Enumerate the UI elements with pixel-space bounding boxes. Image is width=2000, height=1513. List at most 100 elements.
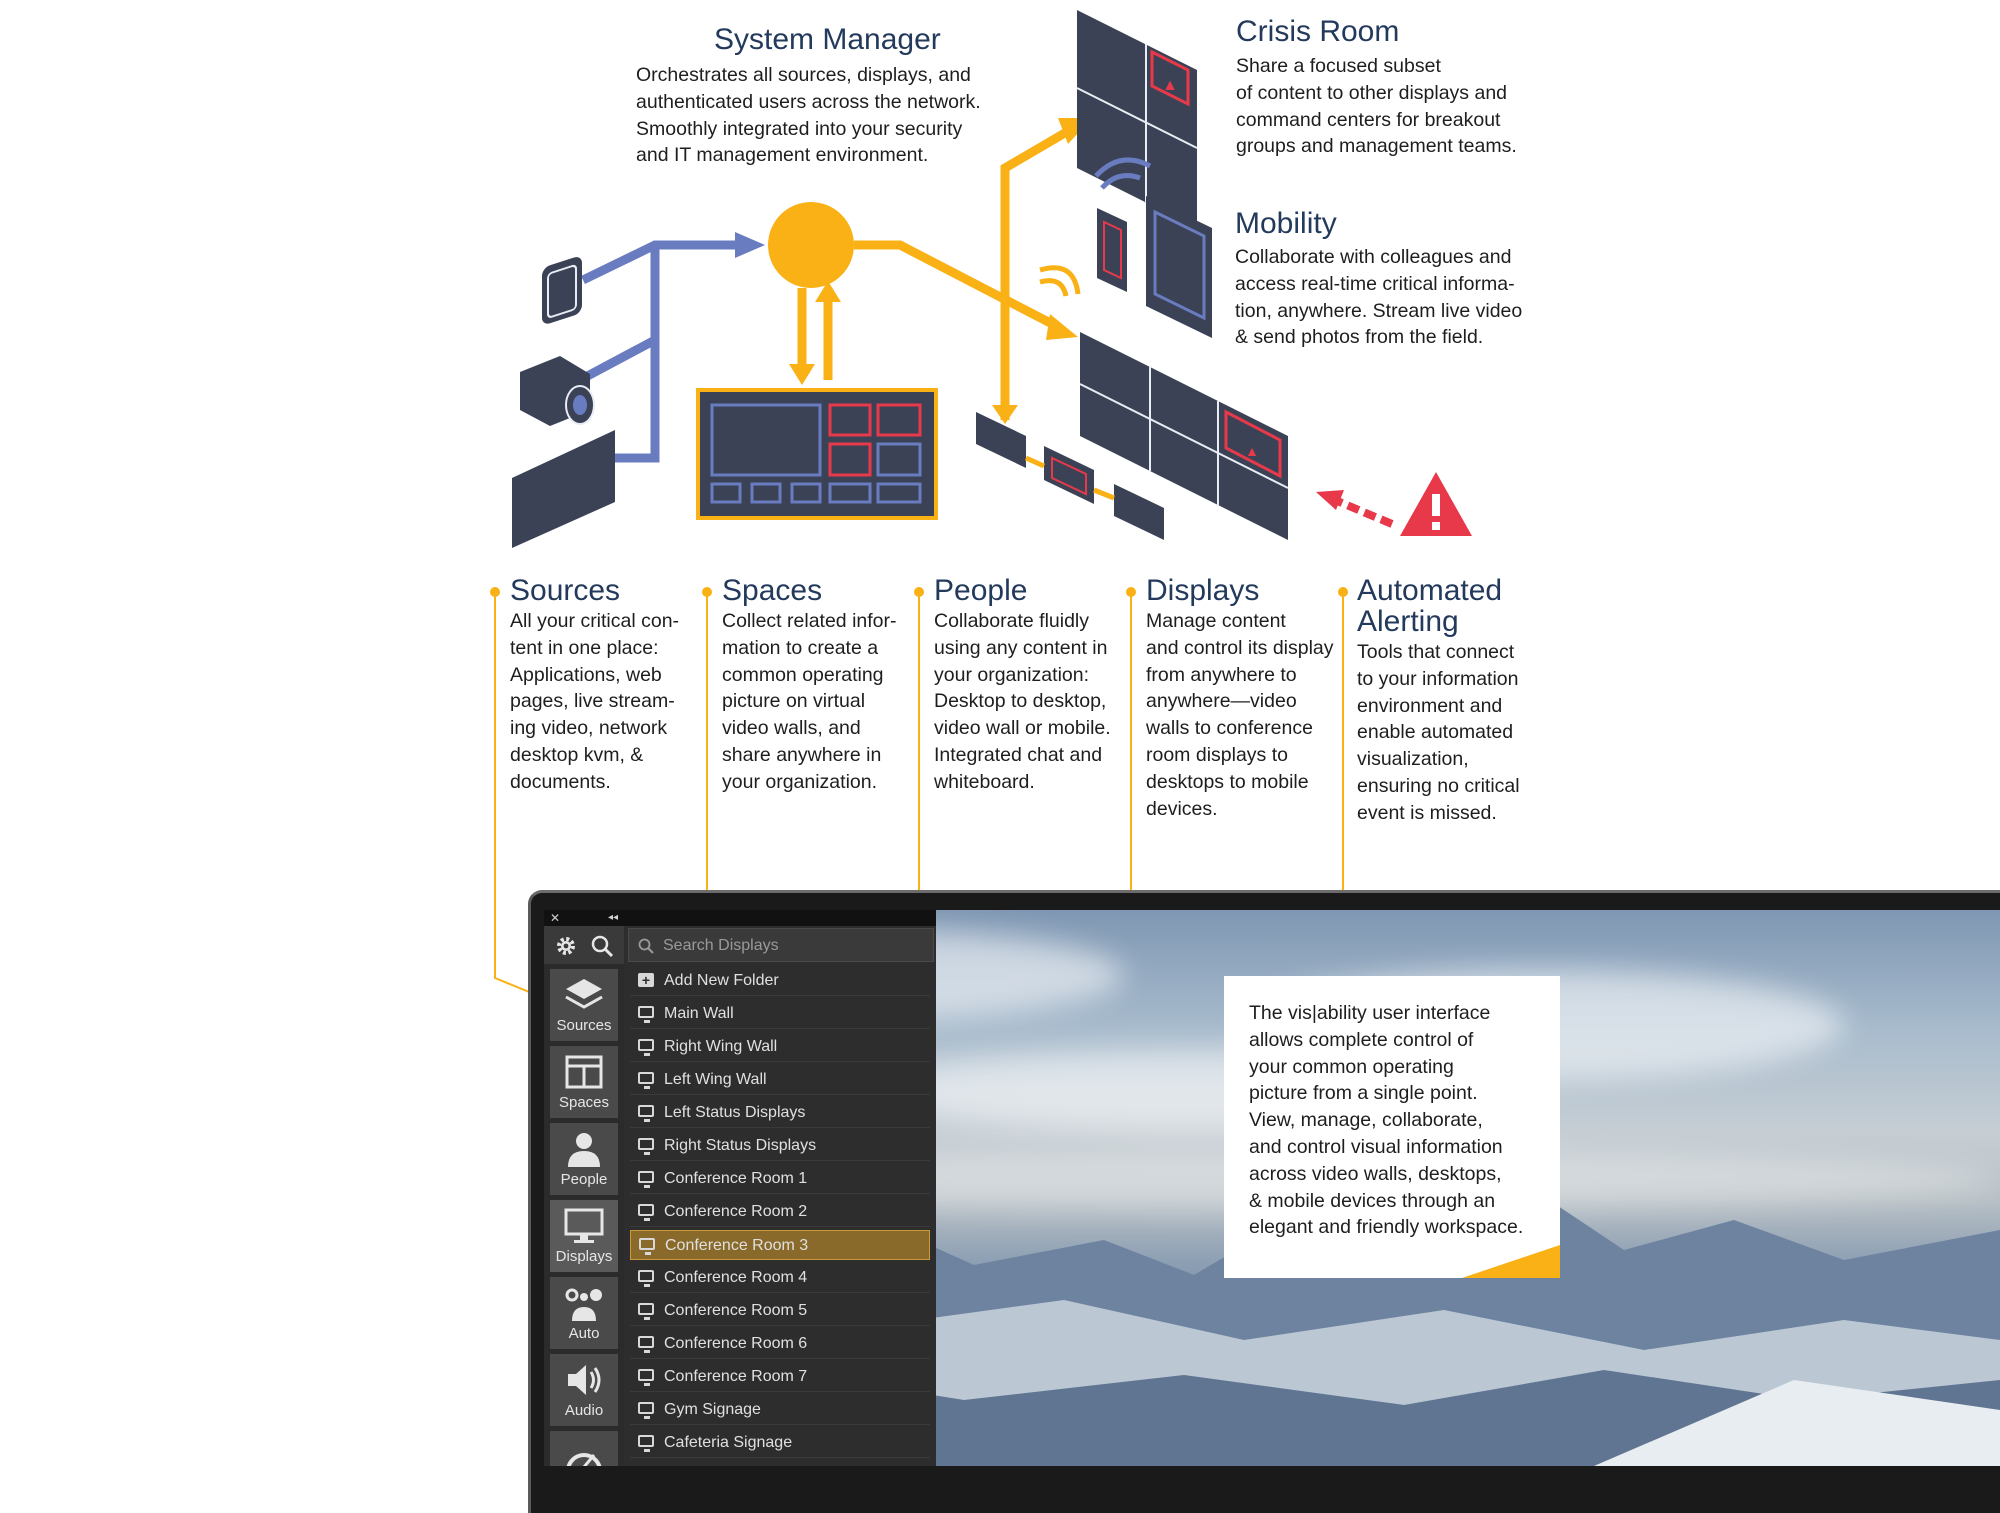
rail-label: Displays [555, 1248, 613, 1265]
display-list-item[interactable]: Conference Room 2 [630, 1197, 930, 1227]
manager-connectors [797, 126, 1073, 420]
display-name: Conference Room 2 [664, 1203, 808, 1220]
collapse-panel-icon[interactable]: ◂◂ [608, 912, 619, 923]
column-body: All your critical con- tent in one place… [510, 610, 680, 793]
gauge-icon [566, 1453, 602, 1466]
display-name: Conference Room 5 [664, 1302, 808, 1319]
crisis-room-wall-icon: ▲ [1076, 10, 1198, 228]
monitor-icon [638, 1105, 654, 1122]
display-name: Cafeteria Signage [664, 1434, 793, 1451]
alert-warning-icon [1400, 472, 1472, 536]
monitor-icon [638, 1270, 654, 1287]
rail-button-auto[interactable]: Auto [550, 1277, 618, 1349]
auto-icon [565, 1288, 602, 1321]
callout-text: The vis|ability user interface allows co… [1249, 1002, 1524, 1239]
display-list-item[interactable]: Left Status Displays [630, 1098, 930, 1128]
add-folder-icon: + [638, 973, 654, 987]
svg-text:▲: ▲ [1245, 443, 1259, 459]
display-list-item[interactable]: Cafeteria Signage [630, 1428, 930, 1458]
display-list-item[interactable]: Conference Room 5 [630, 1296, 930, 1326]
callout-box [1224, 976, 1560, 1278]
column-title: Spaces [722, 574, 823, 607]
display-list-item[interactable]: Gym Signage [630, 1395, 930, 1425]
column-people: People Collaborate fluidly using any con… [934, 575, 1134, 796]
monitor-icon [638, 1072, 654, 1089]
rail-button-people[interactable]: People [550, 1123, 618, 1195]
gear-icon[interactable] [554, 934, 578, 958]
monitor-icon [564, 1208, 604, 1243]
mobility-title: Mobility [1235, 207, 1337, 240]
column-sources: Sources All your critical con- tent in o… [510, 575, 700, 796]
monitor-icon [638, 1402, 654, 1419]
rail-toolbar [544, 926, 624, 964]
display-name: Right Wing Wall [664, 1038, 778, 1055]
monitor-icon [638, 1303, 654, 1320]
display-name: Left Wing Wall [664, 1071, 767, 1088]
rail-label: People [560, 1171, 608, 1188]
monitor-icon [638, 1204, 654, 1221]
search-input[interactable]: Search Displays [628, 928, 934, 962]
rail-label: Sources [556, 1017, 612, 1034]
search-placeholder: Search Displays [663, 937, 779, 954]
crisis-room-body: Share a focused subset of content to oth… [1236, 55, 1517, 158]
display-list-panel [624, 926, 936, 1466]
display-list-item[interactable]: Right Wing Wall [630, 1032, 930, 1062]
monitor-icon [638, 1039, 654, 1056]
rail-button-audio[interactable]: Audio [550, 1354, 618, 1426]
search-icon[interactable] [590, 934, 614, 958]
spaces-wall-icon [696, 388, 938, 520]
monitor-icon [638, 1369, 654, 1386]
rail-label: Spaces [558, 1094, 610, 1111]
rail-label: Auto [568, 1325, 600, 1342]
status-displays-icon [976, 412, 1164, 540]
callout-corner-accent [1462, 1245, 1560, 1278]
displays-wall-icon: ▲ [1079, 332, 1289, 540]
column-body: Collaborate fluidly using any content in… [934, 610, 1111, 793]
source-connectors [577, 240, 745, 463]
column-body: Manage content and control its display f… [1146, 610, 1334, 820]
rail-button-sources[interactable]: Sources [550, 969, 618, 1041]
column-automated-alerting: Automated Alerting Tools that connect to… [1357, 575, 1557, 827]
display-list-item[interactable]: Conference Room 1 [630, 1164, 930, 1194]
column-title: Automated Alerting [1357, 574, 1503, 638]
mobility-body: Collaborate with colleagues and access r… [1235, 246, 1523, 349]
display-name: Right Status Displays [664, 1137, 817, 1154]
arrow-into-manager [735, 232, 765, 258]
rail-button-spaces[interactable]: Spaces [550, 1046, 618, 1118]
display-list-item[interactable]: Left Wing Wall [630, 1065, 930, 1095]
rail-button-partial[interactable] [550, 1431, 618, 1466]
display-list-item[interactable]: Conference Room 3 [630, 1230, 930, 1260]
tablet-source-icon [542, 257, 582, 324]
display-name: Conference Room 3 [665, 1237, 809, 1254]
display-name: Conference Room 4 [664, 1269, 808, 1286]
person-icon [568, 1133, 600, 1167]
column-spaces: Spaces Collect related infor- mation to … [722, 575, 922, 796]
display-name: Conference Room 1 [664, 1170, 808, 1187]
display-list-item[interactable]: Main Wall [630, 999, 930, 1029]
display-name: Gym Signage [664, 1401, 761, 1418]
monitor-icon [638, 1138, 654, 1155]
rail-label: Audio [564, 1402, 604, 1419]
display-name: Main Wall [664, 1005, 734, 1022]
display-list-item[interactable]: Conference Room 7 [630, 1362, 930, 1392]
column-title: Sources [510, 574, 621, 607]
crisis-room-title: Crisis Room [1236, 15, 1400, 48]
layout-icon [565, 1055, 603, 1089]
column-body: Collect related infor- mation to create … [722, 610, 897, 793]
system-manager-node [768, 202, 854, 288]
add-folder-row[interactable]: + Add New Folder [630, 966, 930, 996]
display-source-icon [512, 430, 615, 548]
add-folder-label: Add New Folder [664, 972, 779, 989]
display-list-item[interactable]: Right Status Displays [630, 1131, 930, 1161]
monitor-icon [639, 1238, 655, 1255]
search-icon [638, 938, 654, 954]
camera-source-icon [520, 356, 595, 426]
rail-button-displays[interactable]: Displays [550, 1200, 618, 1272]
display-list-item[interactable]: Conference Room 6 [630, 1329, 930, 1359]
speaker-icon [568, 1365, 601, 1395]
monitor-icon [638, 1171, 654, 1188]
display-list-item[interactable]: Conference Room 4 [630, 1263, 930, 1293]
close-icon[interactable]: ✕ [550, 911, 561, 925]
layers-icon [565, 979, 603, 1009]
display-name: Conference Room 6 [664, 1335, 808, 1352]
